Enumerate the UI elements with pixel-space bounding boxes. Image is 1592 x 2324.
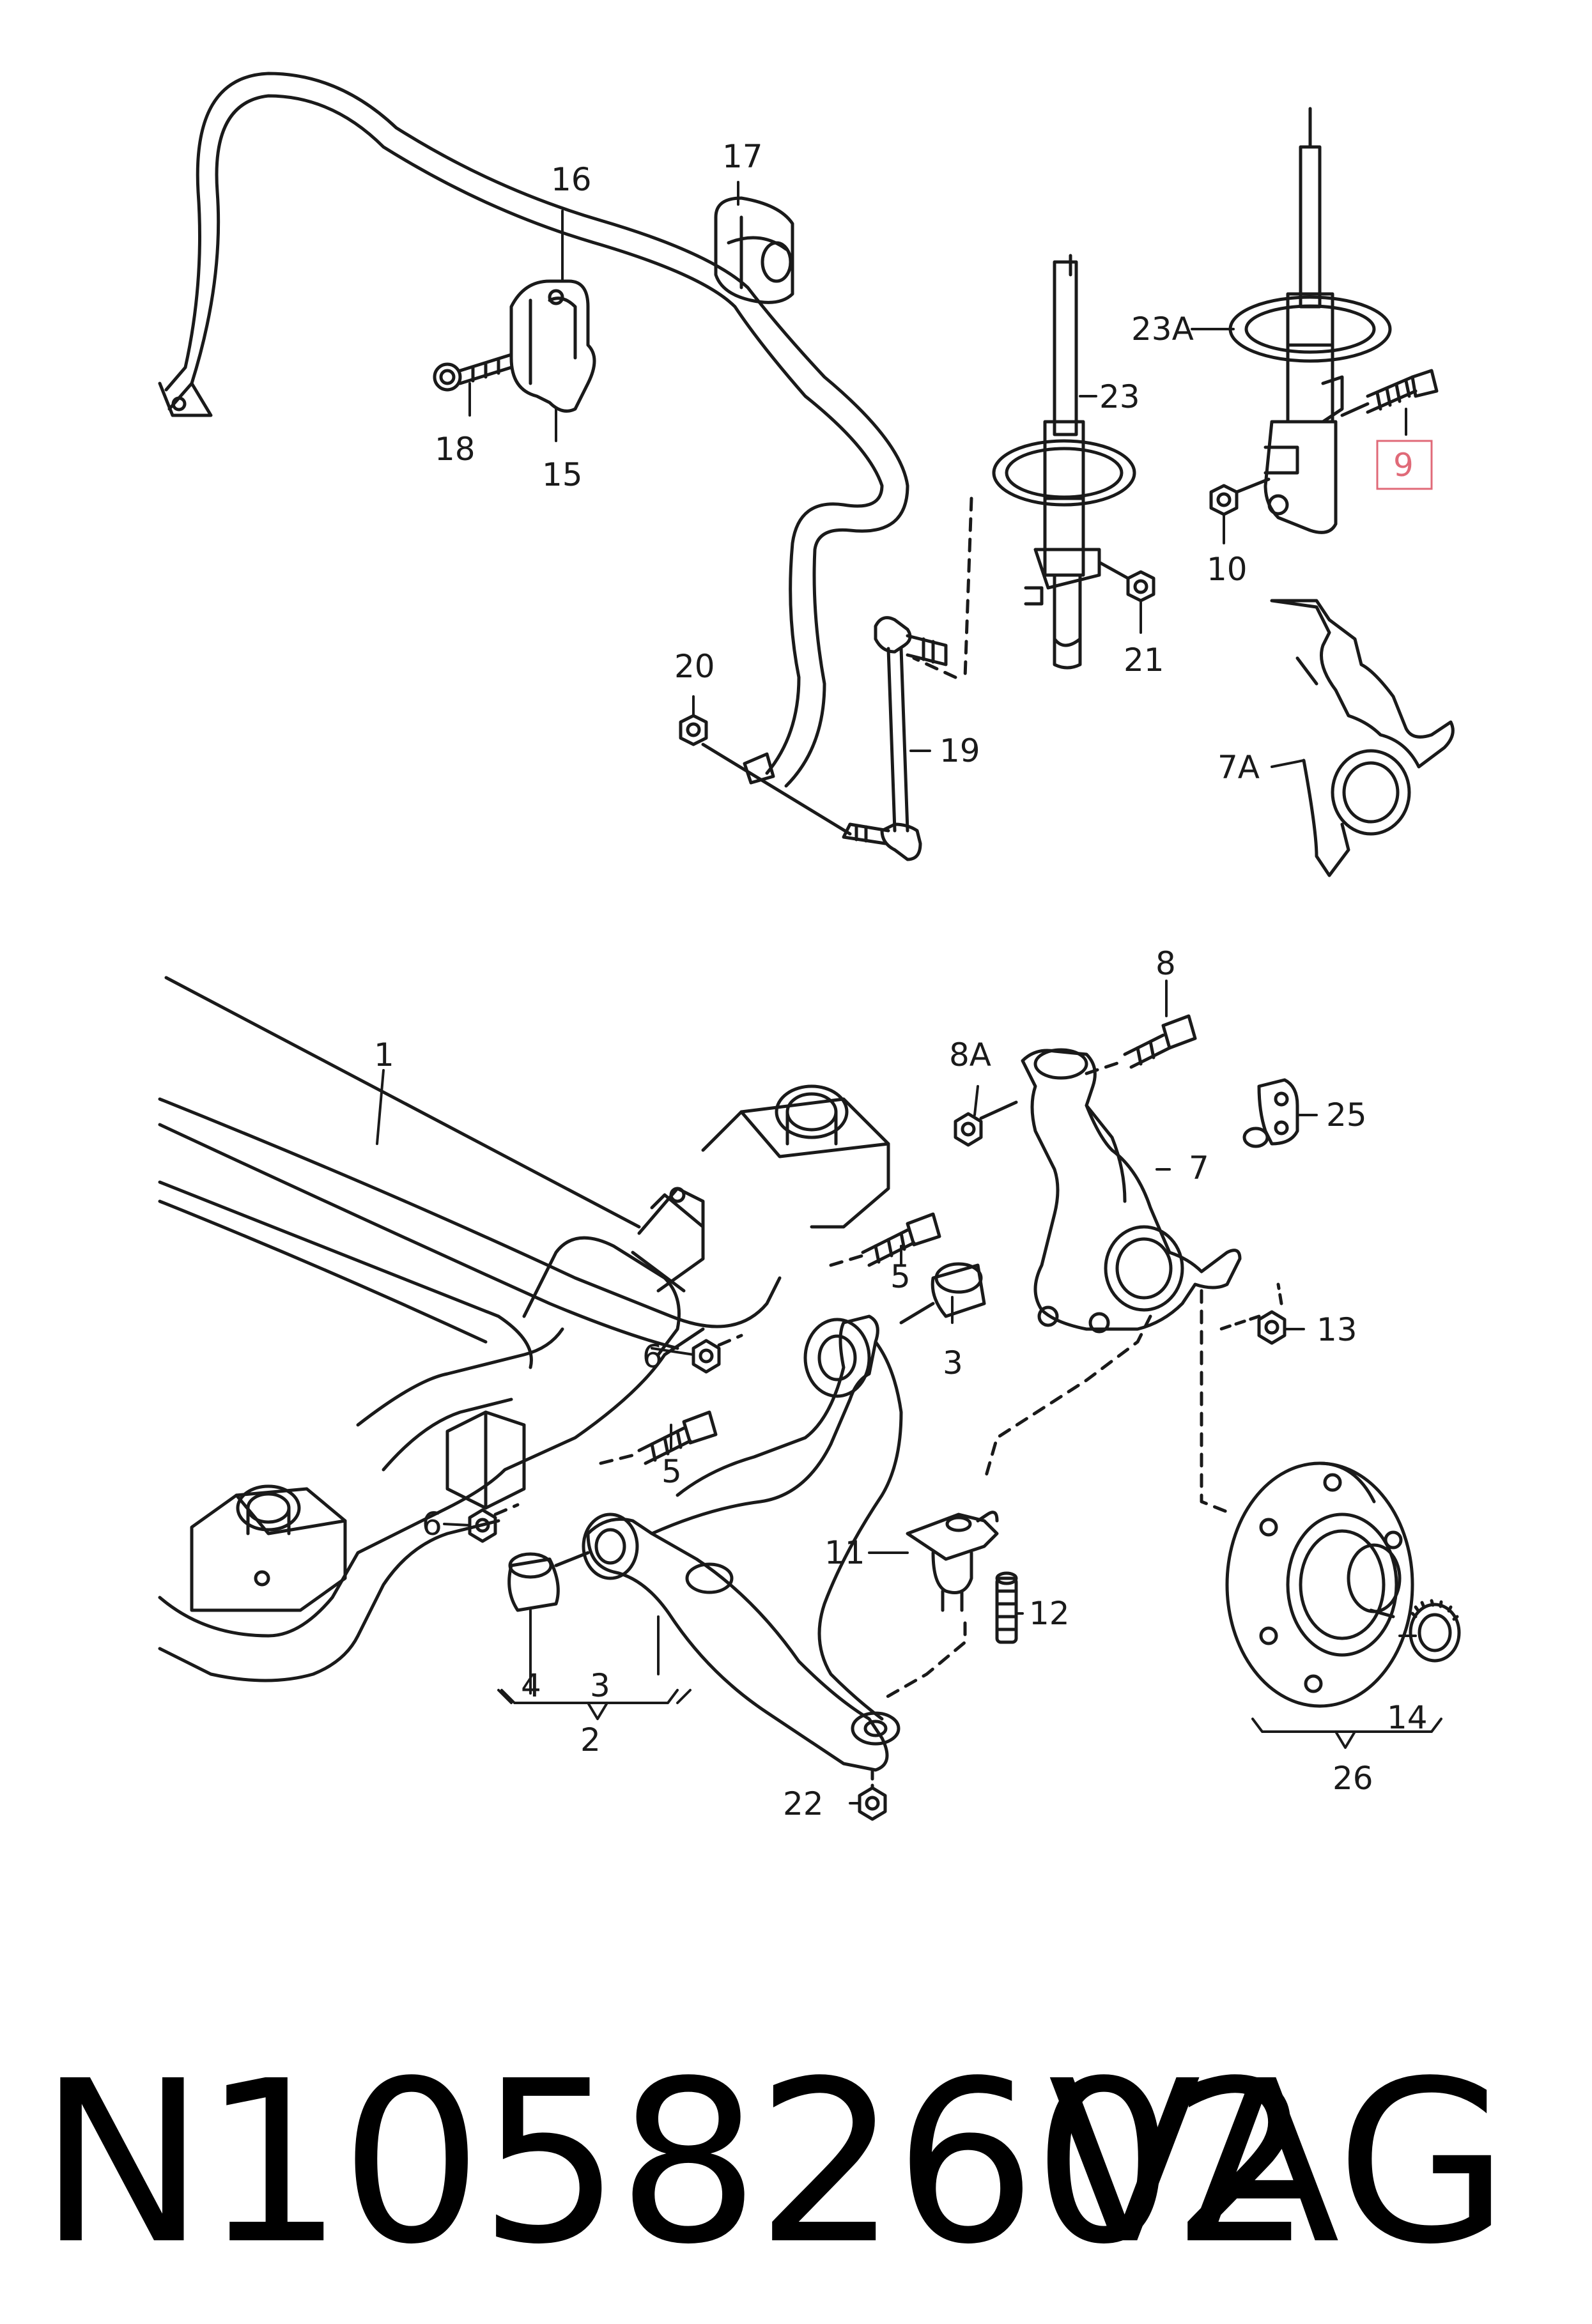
steering-knuckle-small [1270,599,1455,877]
callout-1: 1 [374,1036,394,1074]
bushing-clamp [509,279,596,413]
callout-3a: 3 [943,1344,963,1381]
callout-19: 19 [939,732,980,769]
callout-5b: 5 [661,1453,682,1490]
callout-26: 26 [1333,1760,1373,1797]
assembly-guide-lines [912,496,973,679]
subframe-mount-rear [637,1084,890,1293]
abs-tone-ring [1409,1599,1461,1663]
callout-16: 16 [551,161,592,198]
control-arm-bushing-upper [899,1262,986,1325]
callout-18: 18 [435,431,475,468]
callout-4: 4 [521,1667,541,1704]
control-arm-nut [858,1768,887,1821]
strut-clamp-nut [1209,477,1271,516]
callout-9: 9 [1393,447,1414,484]
highlight-box [1376,440,1433,490]
callout-6a: 6 [642,1338,663,1375]
callout-23: 23 [1099,378,1140,415]
callout-7: 7 [1189,1150,1209,1187]
callout-25: 25 [1326,1097,1367,1134]
callout-5a: 5 [890,1258,911,1295]
callout-17: 17 [722,138,763,175]
callout-2: 2 [580,1721,601,1758]
callout-3b: 3 [590,1667,610,1704]
subframe-bolt-lower [599,1410,718,1465]
sensor-nut [1219,1282,1287,1345]
group-brackets [497,1689,1442,1749]
ball-joint-bolt [995,1571,1018,1644]
clamp-bolt [433,353,513,392]
stabilizer-bar [158,72,909,788]
subframe-nut-lower [468,1503,520,1543]
lower-assembly-guide-lines [880,1289,1235,1702]
knuckle-bolt [1085,1014,1197,1075]
callout-13: 13 [1317,1311,1357,1348]
brand-name: VAG [1048,2033,1510,2293]
strut-nut [1097,560,1155,603]
knuckle-nut [954,1100,1018,1147]
callout-10: 10 [1207,551,1248,588]
subframe-nut-upper [692,1334,743,1374]
link-nut [679,714,708,746]
strut-assembly-alt [1228,107,1392,534]
callout-6b: 6 [422,1505,442,1543]
lower-control-arm [582,1314,903,1772]
subframe-bolt-upper [829,1212,941,1267]
subframe [158,976,782,1682]
callout-11: 11 [824,1534,865,1571]
part-number: N10582602 [38,2033,1313,2293]
callout-21: 21 [1124,642,1164,679]
callout-15: 15 [542,456,583,493]
subframe-mount-front [190,1410,526,1612]
callout-leaders [376,181,1417,1805]
callout-7a: 7A [1217,749,1260,786]
callout-8a: 8A [949,1036,991,1074]
callout-20: 20 [674,648,715,685]
stabilizer-link [701,616,948,861]
steering-knuckle [1021,1048,1242,1334]
wheel-speed-sensor-bracket [1242,1078,1299,1148]
callout-22: 22 [783,1785,824,1822]
callout-8: 8 [1155,945,1176,982]
strut-clamp-bolt [1340,369,1439,417]
strut-assembly [992,254,1136,670]
callout-labels: 16 17 18 15 20 19 23 21 23A 9 10 7A 1 8 … [374,138,1428,1822]
wheel-hub [1225,1461,1414,1708]
stabilizer-bushing [714,196,794,304]
callout-23a: 23A [1131,311,1194,348]
callout-12: 12 [1029,1595,1070,1632]
ball-joint [906,1511,999,1612]
callout-14: 14 [1387,1699,1428,1736]
control-arm-bushing-lower [507,1551,590,1612]
